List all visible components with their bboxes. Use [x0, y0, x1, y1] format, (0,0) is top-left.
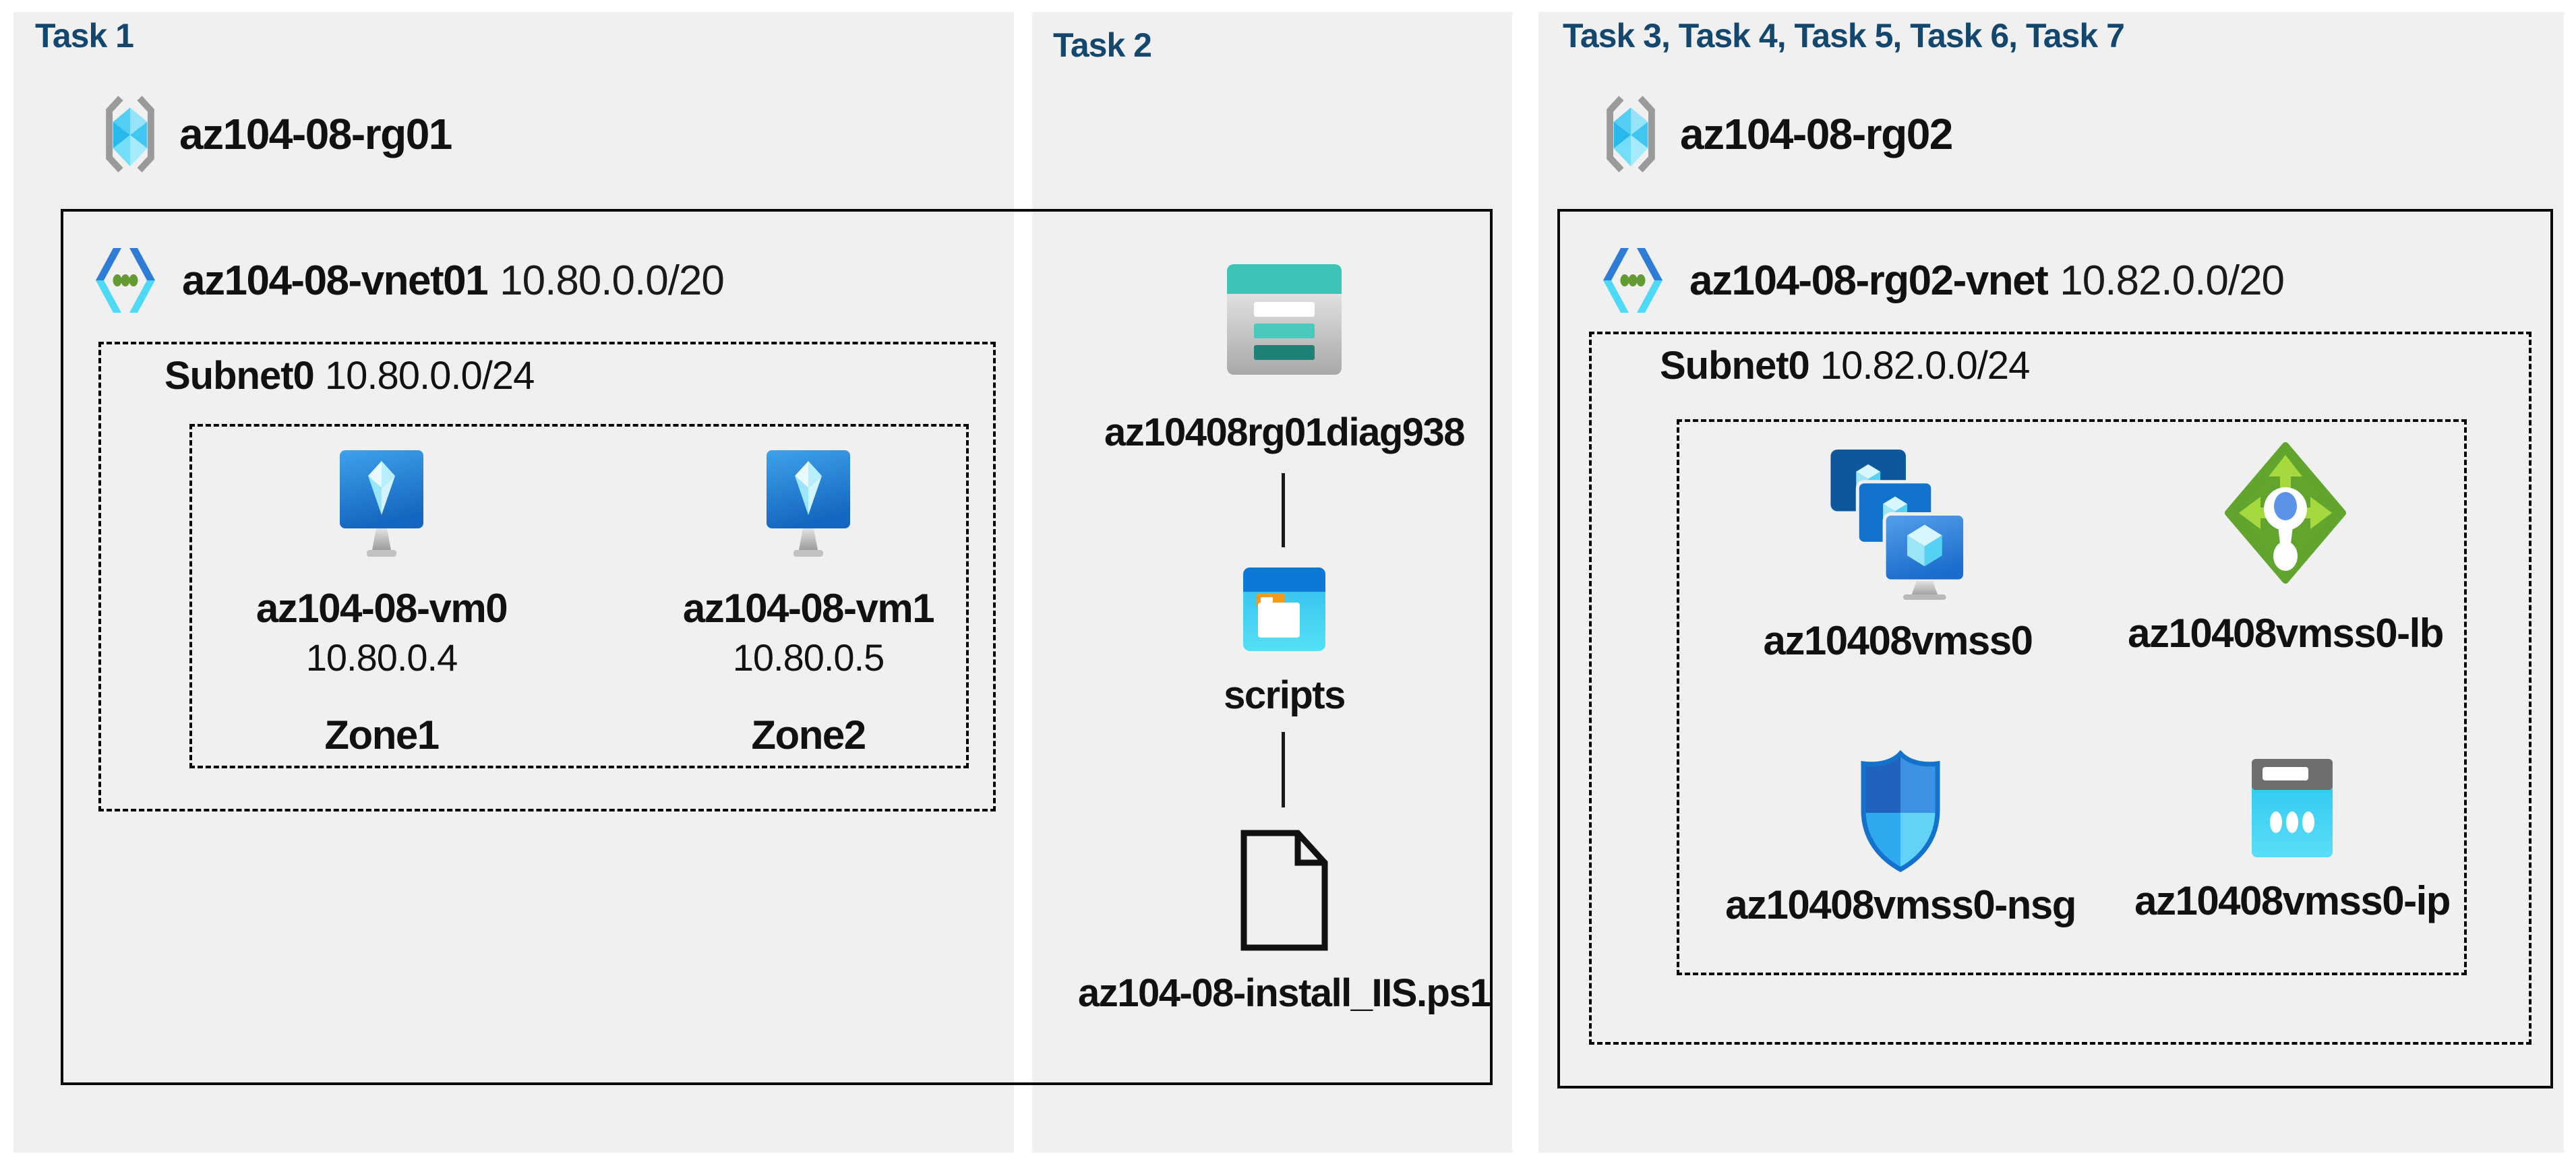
- blob-container-node: scripts: [1129, 565, 1439, 718]
- connector-container-to-file: [1282, 732, 1285, 807]
- storage-account-node: az10408rg01diag938: [1104, 262, 1466, 455]
- blob-container-name: scripts: [1224, 673, 1346, 717]
- virtual-machine-icon: [767, 450, 850, 557]
- vnet-cidr: 10.80.0.0/20: [500, 257, 725, 304]
- load-balancer-name: az10408vmss0-lb: [2128, 611, 2444, 656]
- vm1-zone: Zone2: [751, 712, 866, 758]
- load-balancer-node: az10408vmss0-lb: [2128, 441, 2444, 656]
- script-file-node: az104-08-install_IIS.ps1: [1078, 828, 1492, 1016]
- task1-boundary-box: [61, 209, 1493, 1085]
- public-ip-icon: [2252, 759, 2333, 857]
- vm1-name: az104-08-vm1: [682, 586, 935, 631]
- resource-group-name: az104-08-rg01: [179, 110, 452, 158]
- vnet-1: az104-08-vnet01 10.80.0.0/20: [90, 247, 725, 314]
- resource-group-icon: [106, 96, 154, 173]
- resource-group-name: az104-08-rg02: [1680, 110, 1953, 158]
- vm1-ip: 10.80.0.5: [732, 636, 885, 679]
- subnet1-cidr: 10.80.0.0/24: [324, 354, 535, 398]
- vnet-cidr: 10.82.0.0/20: [2060, 257, 2285, 304]
- vm0-node: az104-08-vm0 10.80.0.4 Zone1: [227, 448, 537, 758]
- vm0-zone: Zone1: [324, 712, 440, 758]
- vm-group-box: [189, 424, 969, 768]
- subnet1-box: [98, 342, 996, 811]
- connector-storage-to-container: [1282, 473, 1285, 547]
- virtual-machine-icon: [340, 450, 423, 557]
- vnet-name: az104-08-vnet01: [182, 257, 489, 304]
- subnet1-name: Subnet0: [164, 354, 315, 398]
- vm0-ip: 10.80.0.4: [305, 636, 458, 679]
- public-ip-node: az10408vmss0-ip: [2134, 755, 2451, 924]
- vnet-name: az104-08-rg02-vnet: [1689, 257, 2049, 304]
- virtual-network-icon: [96, 248, 155, 313]
- load-balancer-icon: [2225, 442, 2346, 584]
- resource-group-1: az104-08-rg01: [101, 94, 452, 174]
- subnet2-box: [1589, 332, 2532, 1045]
- subnet2-cidr: 10.82.0.0/24: [1820, 344, 2031, 388]
- vmss-group-box: [1677, 419, 2467, 975]
- file-icon: [1240, 830, 1328, 951]
- nsg-node: az10408vmss0-nsg: [1725, 749, 2076, 928]
- vnet-2: az104-08-rg02-vnet 10.82.0.0/20: [1598, 247, 2285, 314]
- script-file-name: az104-08-install_IIS.ps1: [1078, 971, 1492, 1015]
- virtual-network-icon: [1603, 248, 1663, 313]
- task2-title: Task 2: [1053, 26, 1152, 64]
- public-ip-name: az10408vmss0-ip: [2134, 878, 2451, 923]
- network-security-group-icon: [1861, 749, 1940, 872]
- vmss-node: az10408vmss0: [1743, 441, 2053, 664]
- resource-group-2: az104-08-rg02: [1602, 94, 1953, 174]
- subnet2-name: Subnet0: [1660, 344, 1810, 388]
- vm-scale-set-icon: [1830, 449, 1965, 600]
- nsg-name: az10408vmss0-nsg: [1725, 882, 2076, 927]
- resource-group-icon: [1607, 96, 1655, 173]
- vm1-node: az104-08-vm1 10.80.0.5 Zone2: [653, 448, 963, 758]
- storage-account-icon: [1227, 264, 1342, 375]
- vmss-name: az10408vmss0: [1763, 618, 2033, 663]
- task3-boundary-box: [1557, 209, 2553, 1088]
- panel-task3: [1538, 12, 2564, 1153]
- task1-title: Task 1: [35, 17, 134, 55]
- vm0-name: az104-08-vm0: [256, 586, 508, 631]
- blob-container-icon: [1243, 567, 1325, 651]
- panel-task1: [13, 12, 1014, 1153]
- storage-account-name: az10408rg01diag938: [1104, 410, 1466, 454]
- task3-title: Task 3, Task 4, Task 5, Task 6, Task 7: [1563, 17, 2125, 55]
